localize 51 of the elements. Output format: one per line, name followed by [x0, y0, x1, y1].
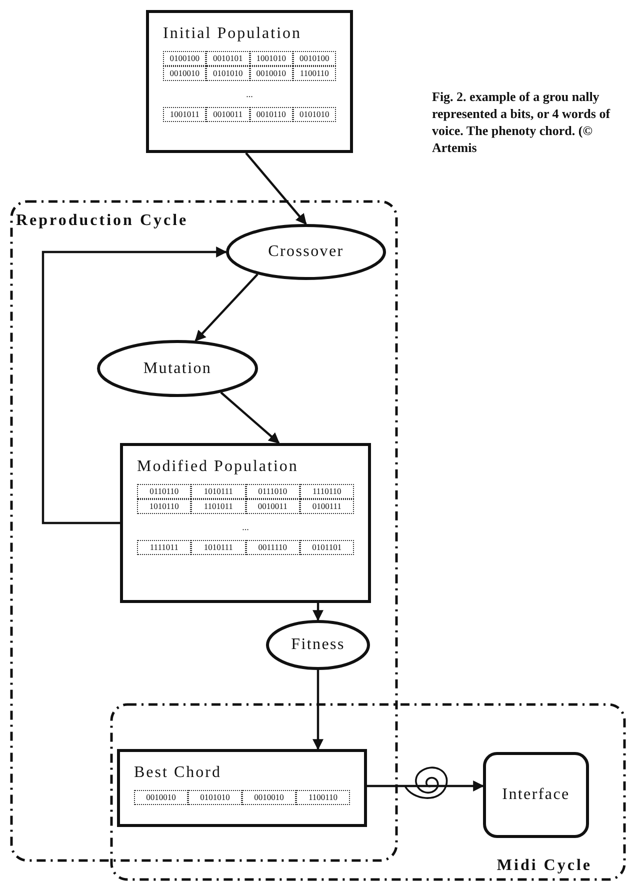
bit-string-cell: 0010101 — [206, 51, 250, 66]
bit-string-cell: 1001011 — [163, 107, 206, 122]
node-label: Interface — [502, 786, 570, 804]
arrow — [220, 392, 280, 444]
arrow — [367, 780, 484, 792]
bit-string-cell: 0010010 — [250, 66, 293, 81]
population-box — [120, 443, 371, 603]
arrow — [312, 603, 324, 622]
bit-string-cell: 0111010 — [246, 484, 300, 499]
bit-string-cell: 1100110 — [296, 790, 350, 805]
population-box — [146, 10, 353, 153]
process-label: Fitness — [291, 636, 345, 654]
bit-string-cell: 0010010 — [242, 790, 296, 805]
bit-string-cell: 1111011 — [137, 540, 192, 555]
box-title: Initial Population — [163, 25, 303, 43]
bit-string-cell: 0101010 — [292, 107, 336, 122]
bit-string-cell: 0010011 — [246, 499, 300, 514]
bit-string-cell: 0100111 — [300, 499, 354, 514]
bit-string-cell: 0010010 — [163, 66, 206, 81]
bit-string-cell: 1100110 — [292, 66, 336, 81]
bit-string-cell: 1001010 — [250, 51, 293, 66]
ellipsis-mark: ... — [246, 89, 253, 99]
bit-string-cell: 1101011 — [191, 499, 246, 514]
bit-string-cell: 0011110 — [246, 540, 300, 555]
process-label: Mutation — [143, 360, 212, 378]
arrow — [245, 152, 307, 225]
bit-string-cell: 0010011 — [206, 107, 250, 122]
bit-string-cell: 0010110 — [250, 107, 293, 122]
group-title: Midi Cycle — [496, 857, 592, 875]
bit-string-cell: 0010010 — [134, 790, 188, 805]
box-title: Modified Population — [137, 458, 300, 476]
process-label: Crossover — [268, 243, 344, 261]
figure-caption: Fig. 2. example of a grou nally represented a bits, or 4 words of voice. The phenoty chord. (© Artemis — [432, 88, 612, 156]
bit-string-cell: 0101010 — [188, 790, 242, 805]
bit-string-cell: 1010111 — [191, 540, 246, 555]
bit-string-cell: 1110110 — [300, 484, 354, 499]
box-title: Best Chord — [134, 764, 222, 782]
bit-string-cell: 0101101 — [300, 540, 354, 555]
arrow — [312, 670, 324, 750]
bit-string-cell: 0110110 — [137, 484, 192, 499]
bit-string-cell: 0010100 — [292, 51, 336, 66]
arrow — [42, 246, 228, 524]
ellipsis-mark: ... — [242, 522, 249, 532]
interface-box — [483, 752, 589, 838]
arrow — [194, 274, 258, 342]
population-box — [117, 749, 367, 827]
bit-string-cell: 1010110 — [137, 499, 192, 514]
bit-string-cell: 0101010 — [206, 66, 250, 81]
bit-string-cell: 1010111 — [191, 484, 246, 499]
bit-string-cell: 0100100 — [163, 51, 206, 66]
group-title: Reproduction Cycle — [16, 212, 188, 230]
